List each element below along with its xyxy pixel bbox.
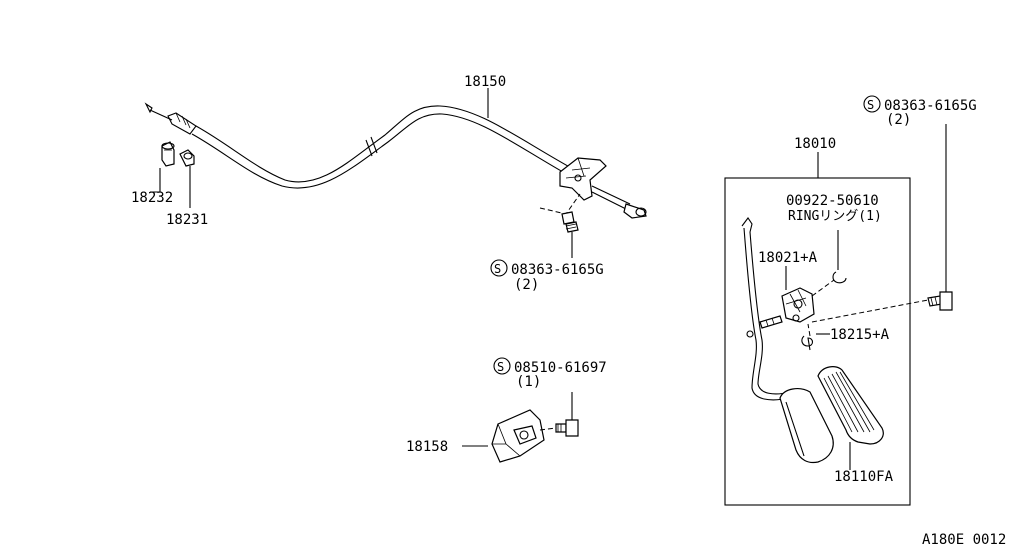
- bolt-mid-number: 08363-6165G: [511, 262, 604, 278]
- bolt-mid-prefix: S: [494, 262, 501, 276]
- label-bolt-mid: S 08363-6165G (2): [490, 259, 604, 293]
- bolt-top-number: 08363-6165G: [884, 98, 977, 114]
- screw-number: 08510-61697: [514, 360, 607, 376]
- accelerator-cable: [144, 102, 647, 219]
- label-cable: 18150: [464, 74, 506, 90]
- screw-qty: (1): [516, 374, 541, 390]
- bolt-mid: [539, 193, 581, 258]
- diagram-id: A180E 0012: [922, 532, 1006, 548]
- screw-prefix: S: [497, 360, 504, 374]
- bolt-top-prefix: S: [867, 98, 874, 112]
- return-spring: [801, 323, 830, 351]
- bolt-top: [811, 124, 953, 323]
- pedal-stopper: [491, 392, 579, 463]
- pivot-bracket: [781, 266, 815, 323]
- label-pedal-assy: 18010: [794, 136, 836, 152]
- label-bolt-top: S 08363-6165G (2): [863, 95, 977, 128]
- pedal-pad: [779, 366, 884, 464]
- cable-clip-18231: [179, 149, 195, 167]
- label-screw: S 08510-61697 (1): [493, 357, 607, 390]
- label-spring: 18215+A: [830, 327, 890, 343]
- label-cap-b: 18231: [166, 212, 208, 228]
- pedal-arm: [741, 217, 791, 401]
- label-ring-number: 00922-50610: [786, 193, 879, 209]
- bolt-mid-qty: (2): [514, 277, 539, 293]
- label-ring-name: RINGリング(1): [788, 209, 882, 224]
- label-cap-a: 18232: [131, 190, 173, 206]
- cable-clip-18232: [161, 141, 175, 167]
- label-stopper: 18158: [406, 439, 448, 455]
- snap-ring: [811, 230, 847, 297]
- label-pivot: 18021+A: [758, 250, 818, 266]
- bolt-top-qty: (2): [886, 112, 911, 128]
- label-pad: 18110FA: [834, 469, 894, 485]
